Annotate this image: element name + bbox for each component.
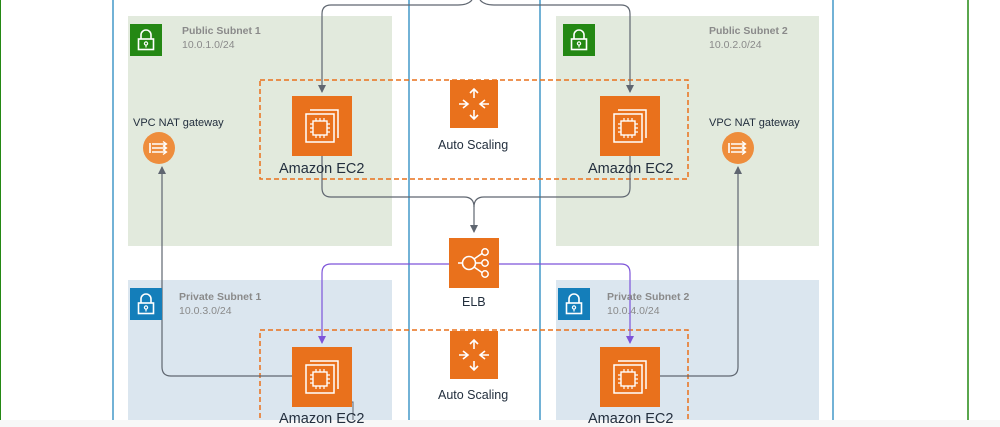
auto-scaling-icon (450, 331, 498, 379)
ec2-chip-icon (292, 347, 352, 407)
private-subnet-2-cidr: 10.0.4.0/24 (607, 305, 660, 317)
ec2-public-2-label: Amazon EC2 (588, 161, 674, 177)
public-subnet-1-cidr: 10.0.1.0/24 (182, 39, 235, 51)
ec2-private-2-label: Amazon EC2 (588, 411, 674, 427)
lock-icon (130, 24, 162, 56)
elb-icon (449, 238, 499, 288)
private-subnet-1-cidr: 10.0.3.0/24 (179, 305, 232, 317)
nat-gateway-icon (143, 132, 175, 164)
auto-scaling-private-label: Auto Scaling (438, 388, 509, 402)
public-subnet-2-cidr: 10.0.2.0/24 (709, 39, 762, 51)
route-elb-to-ec2-private-2 (499, 263, 634, 344)
public-subnet-1-title: Public Subnet 1 (182, 25, 261, 37)
route-ec2-private-2-to-nat-2 (660, 166, 742, 377)
public-subnet-2-title: Public Subnet 2 (709, 25, 788, 37)
nat-gateway-icon (722, 132, 754, 164)
private-subnet-2-title: Private Subnet 2 (607, 291, 690, 303)
private-subnet-1-title: Private Subnet 1 (179, 291, 262, 303)
ec2-chip-icon (292, 96, 352, 156)
nat-gateway-1-label: VPC NAT gateway (133, 117, 224, 129)
route-elb-to-ec2-private-1 (318, 263, 449, 344)
ec2-chip-icon (600, 347, 660, 407)
ec2-private-1-label: Amazon EC2 (279, 411, 365, 427)
lock-icon (558, 288, 590, 320)
auto-scaling-group-public (259, 79, 689, 180)
auto-scaling-public-label: Auto Scaling (438, 138, 509, 152)
route-ec2-private-1-to-nat-1 (158, 166, 292, 377)
lock-icon (563, 24, 595, 56)
route-top-to-ec2-public-2 (479, 0, 634, 93)
nat-gateway-2-label: VPC NAT gateway (709, 117, 800, 129)
ec2-public-1-label: Amazon EC2 (279, 161, 365, 177)
lock-icon (130, 288, 162, 320)
route-top-to-ec2-public-1 (318, 0, 473, 93)
auto-scaling-icon (450, 80, 498, 128)
route-ec2-public-1-to-elb (321, 155, 478, 233)
public-subnet-2 (556, 16, 819, 246)
elb-label: ELB (462, 295, 486, 309)
route-ec2-public-2-to-elb (473, 155, 631, 208)
ec2-chip-icon (600, 96, 660, 156)
